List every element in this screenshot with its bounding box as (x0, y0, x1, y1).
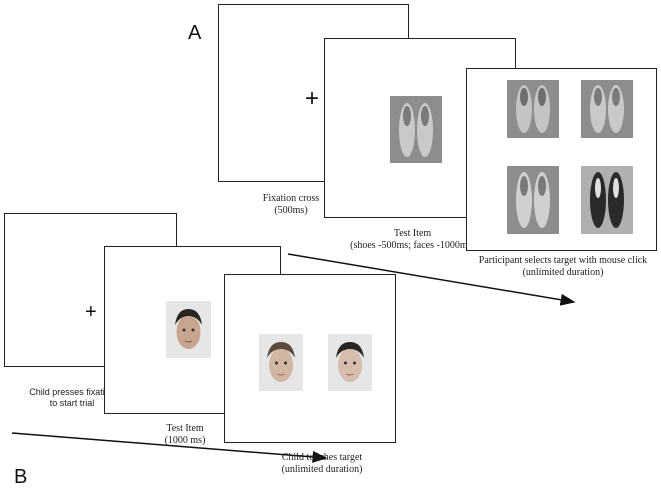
caption-line: (unlimited duration) (281, 464, 363, 475)
shoes-icon (590, 172, 624, 228)
timeline-arrow-b (11, 432, 328, 463)
panel-b-test-caption: Test Item (1000 ms) (150, 423, 220, 447)
shoes-icon (399, 103, 433, 157)
shoes-icon (516, 85, 550, 133)
caption-line: Test Item (393, 228, 432, 239)
face-icon (336, 342, 364, 382)
shoe-option-image (507, 166, 559, 234)
shoe-option-image (581, 166, 633, 234)
fixation-cross-icon: + (85, 301, 97, 323)
shoes-icon (590, 85, 624, 133)
caption-line: (shoes -500ms; faces -1000ms) (350, 240, 475, 251)
panel-a-test-caption: Test Item (shoes -500ms; faces -1000ms) (340, 228, 485, 252)
caption-line: Fixation cross (262, 193, 320, 204)
face-icon (267, 342, 295, 382)
shoe-target-image (390, 96, 442, 163)
shoe-option-image (581, 80, 633, 138)
shoes-icon (516, 172, 550, 228)
caption-line: Child presses fixation (29, 387, 115, 397)
caption-line: Child touches target (281, 452, 363, 463)
panel-a-fixation-caption: Fixation cross (500ms) (236, 193, 346, 217)
caption-line: (unlimited duration) (522, 267, 604, 278)
panel-a-response-screen (466, 68, 657, 251)
face-option-image (328, 334, 372, 391)
panel-a-label: A (188, 22, 202, 44)
caption-line: Participant selects target with mouse cl… (478, 255, 648, 266)
face-target-image (166, 301, 211, 358)
caption-line: (500ms) (274, 205, 308, 216)
face-icon (175, 309, 202, 349)
caption-line: (1000 ms) (164, 435, 206, 446)
caption-line: to start trial (49, 398, 95, 408)
panel-b-label: B (14, 466, 28, 488)
panel-b-fixation-caption: Child presses fixation to start trial (12, 387, 132, 409)
shoe-option-image (507, 80, 559, 138)
caption-line: Test Item (166, 423, 204, 434)
timeline-arrow-a (287, 253, 576, 306)
face-option-image (259, 334, 303, 391)
fixation-cross-icon: + (305, 85, 320, 112)
panel-a-response-caption: Participant selects target with mouse cl… (468, 255, 658, 279)
panel-b-response-caption: Child touches target (unlimited duration… (262, 452, 382, 476)
panel-b-response-screen (224, 274, 396, 443)
